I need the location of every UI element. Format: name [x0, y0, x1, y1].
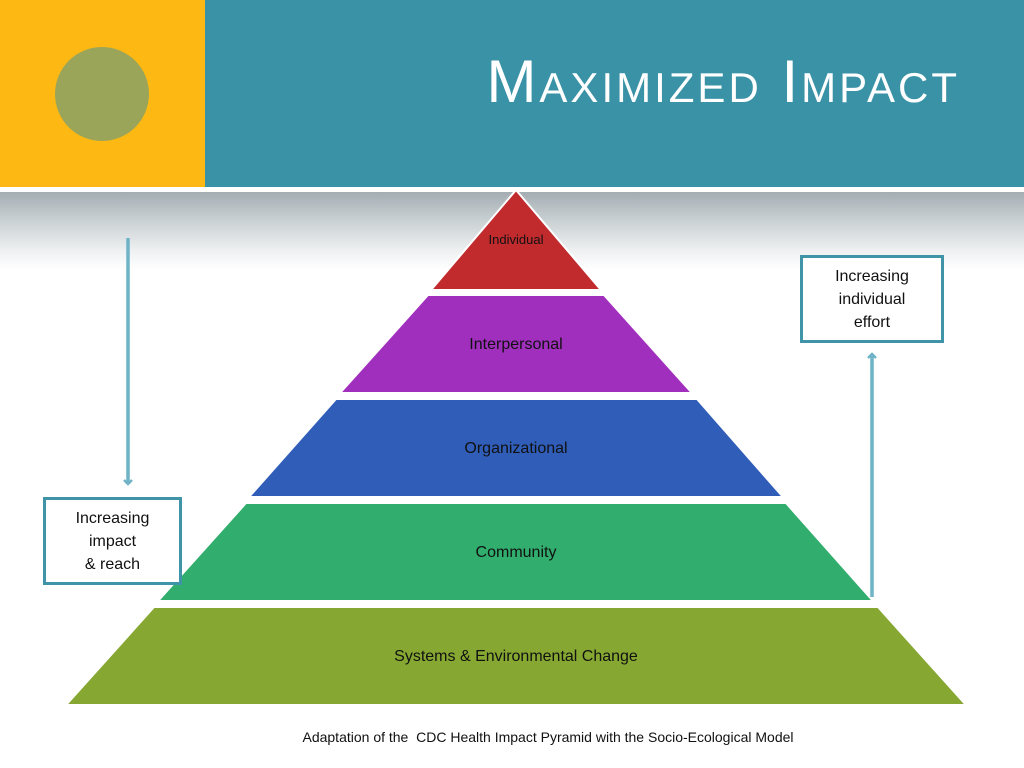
impact-box-line-2: impact	[88, 532, 137, 550]
pyramid-level-individual	[430, 189, 602, 291]
effort-box-line-2: individual	[838, 290, 906, 308]
pyramid-level-community	[157, 502, 874, 602]
pyramid-label-organizational: Organizational	[464, 440, 567, 457]
header-bar	[205, 0, 1024, 187]
decorative-circle	[55, 47, 149, 141]
pyramid-label-community: Community	[476, 544, 557, 561]
pyramid-level-systems	[65, 606, 967, 706]
individual-effort-box: Increasing individual effort	[800, 255, 944, 343]
impact-box-line-3: & reach	[84, 555, 141, 573]
pyramid-label-interpersonal: Interpersonal	[469, 336, 562, 353]
effort-box-line-1: Increasing	[835, 267, 909, 285]
impact-reach-box: Increasing impact & reach	[43, 497, 182, 585]
pyramid-level-organizational	[248, 398, 784, 498]
slide-title: Maximized Impact	[486, 48, 960, 115]
impact-box-line-1: Increasing	[75, 509, 150, 527]
header-divider	[0, 187, 1024, 192]
pyramid-label-systems: Systems & Environmental Change	[394, 648, 638, 665]
pyramid-level-interpersonal	[339, 294, 693, 394]
header-accent-block	[0, 0, 205, 187]
figure-caption: Adaptation of the CDC Health Impact Pyra…	[302, 729, 794, 745]
pyramid-label-individual: Individual	[489, 232, 544, 247]
effort-box-line-3: effort	[853, 313, 891, 331]
